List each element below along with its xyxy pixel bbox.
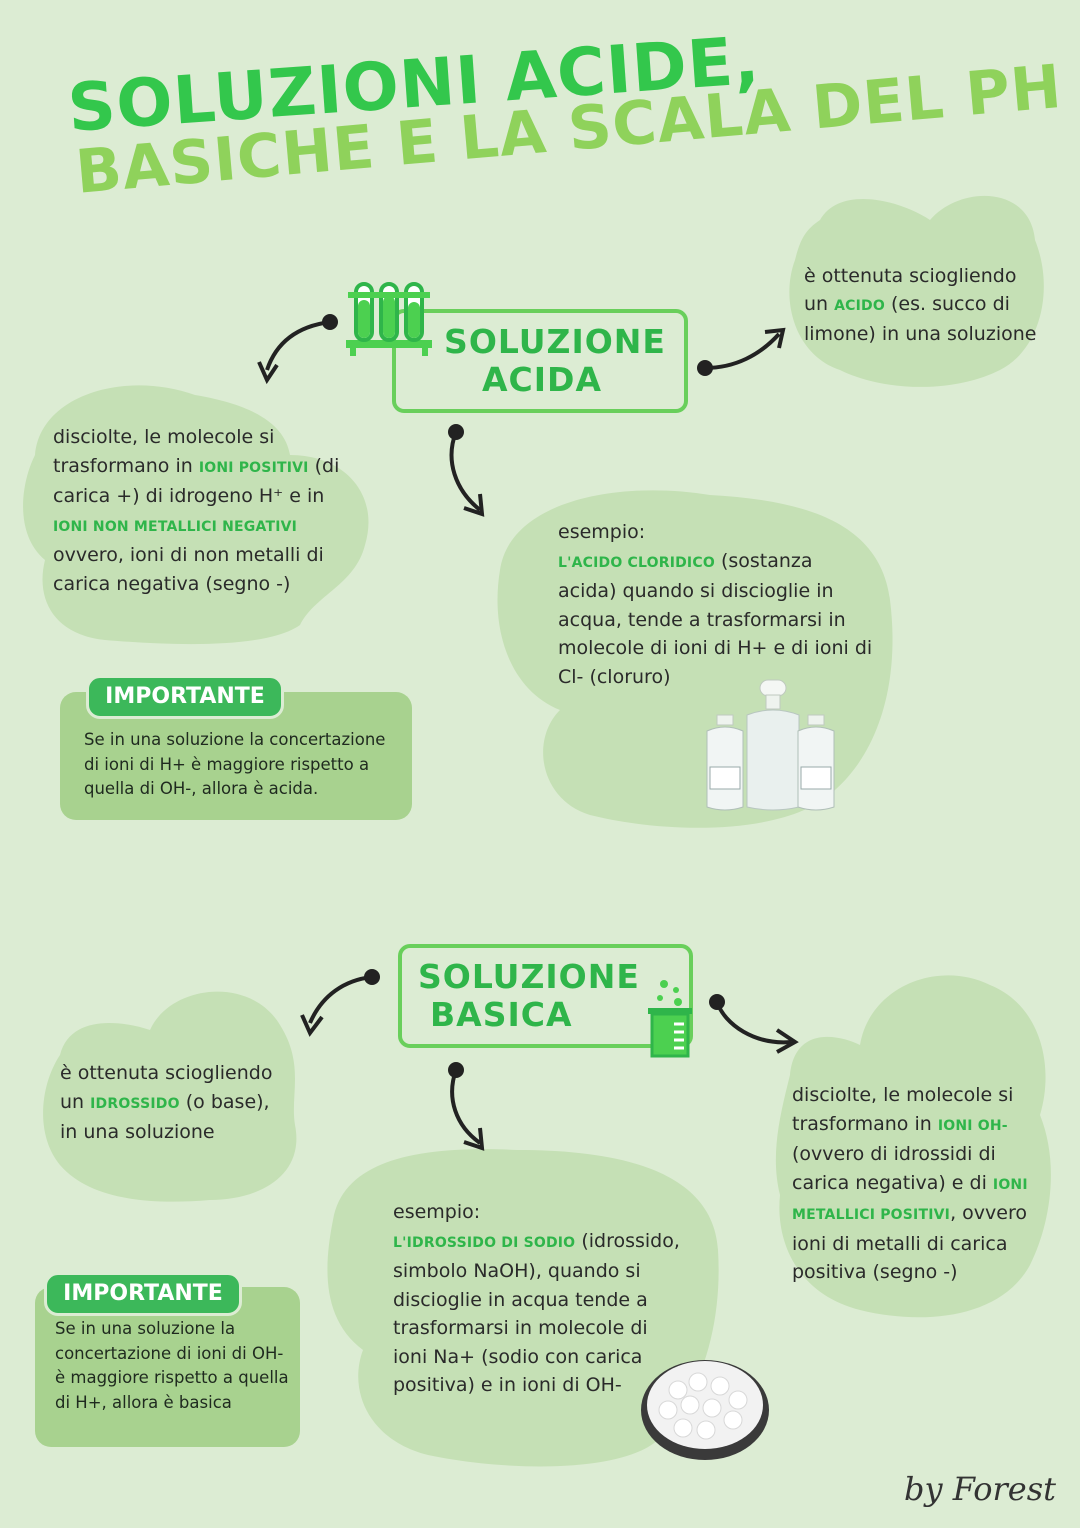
base-right-cloud: disciolte, le molecole si trasformano in… bbox=[770, 965, 1055, 1325]
base-right-note: disciolte, le molecole si trasformano in… bbox=[792, 1084, 1028, 1283]
naoh-pellets-bowl-icon bbox=[641, 1360, 769, 1460]
acid-box-line1: SOLUZIONE bbox=[444, 322, 666, 361]
beaker-icon bbox=[648, 980, 692, 1058]
base-solution-box: SOLUZIONE BASICA bbox=[398, 944, 693, 1048]
chemical-bottles-icon bbox=[706, 679, 835, 811]
acid-example-cloud: esempio: L'ACIDO CLORIDICO (sostanza aci… bbox=[490, 480, 895, 835]
base-arrow-down bbox=[448, 1062, 485, 1151]
acid-example-text: esempio: L'ACIDO CLORIDICO (sostanza aci… bbox=[558, 521, 873, 688]
acid-arrow-down bbox=[448, 424, 485, 517]
base-left-cloud: è ottenuta sciogliendo un IDROSSIDO (o b… bbox=[40, 975, 305, 1205]
acid-important-badge: IMPORTANTE bbox=[86, 675, 284, 719]
base-important-badge: IMPORTANTE bbox=[44, 1272, 242, 1316]
author-signature: by Forest bbox=[904, 1470, 1056, 1508]
acid-right-cloud: è ottenuta sciogliendo un ACIDO (es. suc… bbox=[780, 180, 1050, 395]
base-box-line2: BASICA bbox=[430, 995, 573, 1034]
base-arrow-left bbox=[300, 969, 380, 1037]
base-left-note: è ottenuta sciogliendo un IDROSSIDO (o b… bbox=[60, 1062, 273, 1143]
base-example-cloud: esempio: L'IDROSSIDO DI SODIO (idrossido… bbox=[318, 1140, 723, 1470]
acid-important-text: Se in una soluzione la concertazione di … bbox=[84, 730, 386, 798]
acid-box-line2: ACIDA bbox=[482, 360, 602, 399]
base-example-text: esempio: L'IDROSSIDO DI SODIO (idrossido… bbox=[393, 1201, 680, 1396]
acid-arrow-right bbox=[697, 327, 786, 376]
base-arrow-right bbox=[709, 994, 799, 1054]
acid-left-note: disciolte, le molecole si trasformano in… bbox=[53, 426, 340, 595]
base-box-line1: SOLUZIONE bbox=[418, 957, 640, 996]
base-important-text: Se in una soluzione la concertazione di … bbox=[55, 1319, 289, 1412]
test-tubes-icon bbox=[346, 282, 432, 356]
acid-left-cloud: disciolte, le molecole si trasformano in… bbox=[15, 375, 375, 645]
acid-arrow-left bbox=[257, 314, 338, 385]
acid-solution-box: SOLUZIONE ACIDA bbox=[392, 309, 688, 413]
acid-right-note: è ottenuta sciogliendo un ACIDO (es. suc… bbox=[804, 265, 1037, 345]
